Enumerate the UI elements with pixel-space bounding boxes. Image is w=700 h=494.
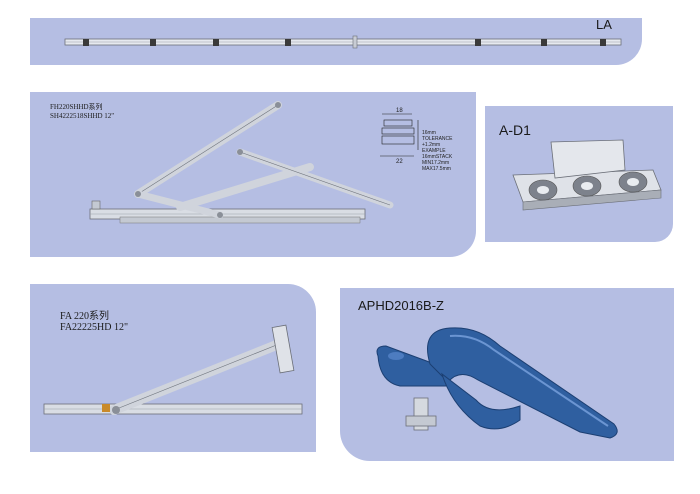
dimension-note: 16mm — [422, 130, 436, 136]
dimension-note: TOLERANCE — [422, 136, 453, 142]
fa220-series-label: FA 220系列 — [60, 311, 109, 322]
fh220-series-label: FH220SHHD系列 — [50, 103, 103, 111]
stack-dimension-diagram — [380, 113, 419, 157]
aphd-label: APHD2016B-Z — [358, 298, 444, 313]
dimension-top-value: 18 — [396, 108, 403, 114]
la-label: LA — [596, 17, 612, 32]
fa220-friction-stay-image — [43, 324, 303, 415]
fh220-friction-stay-image — [89, 101, 394, 224]
fh220-model-label: SH4222518SHHD 12" — [50, 112, 115, 120]
fh220-panel: FH220SHHD系列 SH4222518SHHD 12" 18 22 16mm… — [30, 92, 476, 257]
ad1-label: A-D1 — [499, 122, 531, 138]
la-panel: LA — [30, 17, 642, 65]
fa220-model-label: FA22225HD 12" — [60, 322, 129, 333]
ad1-panel: A-D1 — [485, 106, 673, 242]
dimension-note: EXAMPLE — [422, 148, 446, 154]
dimension-note: 16mmSTACK — [422, 154, 453, 160]
dimension-bottom-value: 22 — [396, 159, 403, 165]
dimension-note: MIN17.2mm — [422, 160, 450, 166]
ad1-hardware-image — [512, 139, 662, 211]
fa220-panel: FA 220系列 FA22225HD 12" — [30, 284, 316, 452]
la-hardware-image — [64, 35, 622, 49]
dimension-notes: 16mm TOLERANCE +1.2mm EXAMPLE 16mmSTACK … — [422, 130, 452, 172]
aphd-panel: APHD2016B-Z — [340, 288, 674, 461]
dimension-note: +1.2mm — [422, 142, 441, 148]
dimension-note: MAX17.5mm — [422, 166, 451, 172]
aphd-handle-image — [376, 327, 618, 439]
